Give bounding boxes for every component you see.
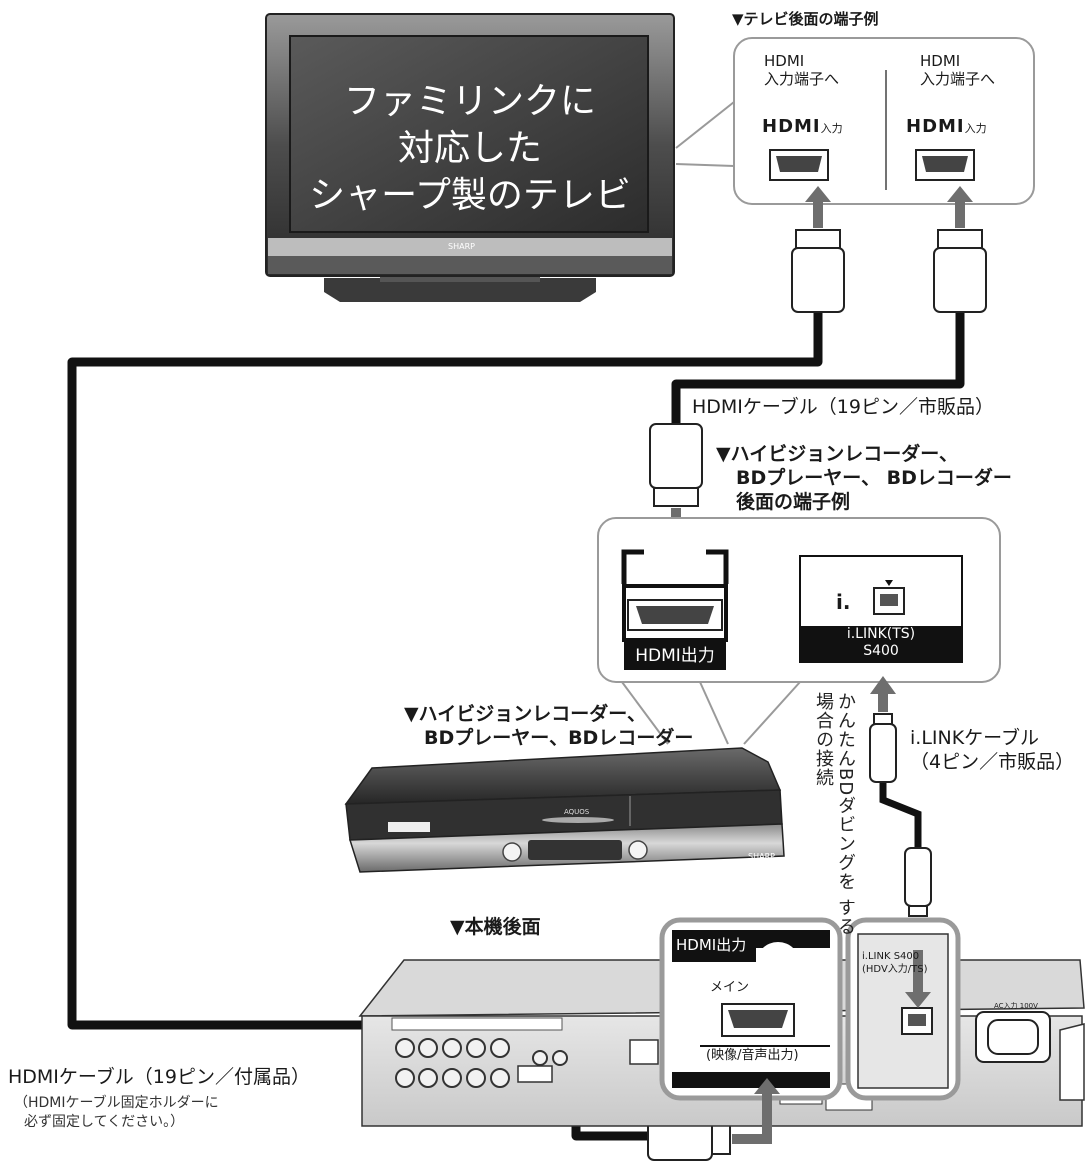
hdmi-logo-suffix: 入力 — [964, 122, 987, 135]
recorder-ilink-label-line-2: S400 — [863, 643, 899, 659]
dubbing-note-line-2: する場合の接続 — [813, 692, 856, 936]
hdmi-logo-text: HDMI — [762, 116, 821, 137]
ilink-cable-label-line-2: （4ピン／市販品） — [910, 751, 1075, 773]
recorder-terminal-title-line-2: BDプレーヤー、 BDレコーダー — [736, 467, 1012, 489]
tv-terminal-title: ▼テレビ後面の端子例 — [732, 10, 879, 28]
recorder-title: ▼ハイビジョンレコーダー、 BDプレーヤー、BDレコーダー — [404, 702, 693, 750]
hdmi-plug-tv-1 — [791, 229, 845, 313]
tv-screen-line-2: 対応した — [397, 128, 542, 169]
hdmi-logo-text: HDMI — [906, 116, 965, 137]
dubbing-note: かんたんBDダビングを する場合の接続 — [812, 692, 856, 952]
main-hdmi-out-label: HDMI出力 — [676, 936, 747, 954]
main-hdmi-highlight — [659, 917, 843, 1101]
tv-illustration — [265, 13, 675, 302]
hdmi-cable-included-note-line-1: （HDMIケーブル固定ホルダーに — [14, 1095, 219, 1111]
recorder-terminal-title-line-3: 後面の端子例 — [736, 491, 851, 513]
tv-port-2-label: HDMI 入力端子へ — [920, 52, 995, 88]
recorder-terminal-title: ▼ハイビジョンレコーダー、 BDプレーヤー、 BDレコーダー 後面の端子例 — [716, 442, 1012, 514]
hdmi-plug-tv-2 — [933, 229, 987, 313]
hdmi-cable-included-note-line-2: 必ず固定してください。） — [24, 1114, 185, 1130]
recorder-terminal-title-line-1: ▼ハイビジョンレコーダー、 — [716, 443, 959, 465]
recorder-title-line-1: ▼ハイビジョンレコーダー、 — [404, 703, 647, 725]
hdmi-logo-suffix: 入力 — [820, 122, 843, 135]
recorder-series-logo: AQUOS — [564, 808, 590, 816]
arrow-to-recorder-ilink — [870, 676, 896, 712]
recorder-ilink-label: i.LINK(TS) S400 — [800, 626, 962, 662]
arrow-to-tv-port-2 — [947, 186, 973, 228]
tv-brand-logo: SHARP — [448, 242, 475, 251]
recorder-ilink-symbol: i. — [836, 590, 851, 614]
main-ilink-label-line-1: i.LINK S400 — [862, 951, 920, 962]
tv-port-2-hdmi-logo: HDMI入力 — [906, 116, 987, 138]
ilink-cable-label-line-1: i.LINKケーブル — [910, 727, 1040, 749]
hdmi-cable-purchased — [671, 310, 965, 426]
recorder-brand-logo: SHARP — [748, 852, 775, 861]
main-unit-title: ▼本機後面 — [450, 916, 541, 938]
main-hdmi-av-label: (映像/音声出力) — [706, 1048, 799, 1063]
ilink-cable — [869, 713, 932, 917]
arrow-to-main-hdmi — [732, 1078, 780, 1144]
tv-screen-line-1: ファミリンクに — [343, 81, 596, 122]
tv-hdmi-port-1 — [769, 149, 829, 181]
arrow-to-tv-port-1 — [805, 186, 831, 228]
main-ac-label: AC入力 100V — [994, 1002, 1038, 1010]
tv-port-2-label-line-2: 入力端子へ — [920, 70, 996, 88]
tv-port-1-label-line-2: 入力端子へ — [764, 70, 840, 88]
recorder-hdmi-out-port — [621, 549, 729, 642]
main-ilink-label: i.LINK S400 (HDV入力/TS) — [862, 950, 928, 976]
main-ilink-label-line-2: (HDV入力/TS) — [862, 964, 928, 975]
tv-port-2-label-line-1: HDMI — [920, 52, 961, 70]
recorder-hdmi-out-label: HDMI出力 — [624, 642, 726, 670]
ilink-cable-label: i.LINKケーブル （4ピン／市販品） — [910, 726, 1074, 774]
tv-port-1-hdmi-logo: HDMI入力 — [762, 116, 843, 138]
hdmi-cable-included-label: HDMIケーブル（19ピン／付属品） — [8, 1066, 310, 1088]
main-hdmi-main-label: メイン — [710, 980, 750, 995]
tv-screen-line-3: シャープ製のテレビ — [309, 175, 631, 216]
hdmi-cable-purchased-label: HDMIケーブル（19ピン／市販品） — [692, 396, 994, 418]
av-jacks — [395, 1038, 568, 1088]
main-ilink-highlight — [845, 917, 961, 1101]
dubbing-note-line-1: かんたんBDダビングを — [835, 692, 856, 892]
hdmi-plug-recorder — [649, 423, 703, 507]
tv-port-1-label: HDMI 入力端子へ — [764, 52, 839, 88]
hdmi-cable-included-note: （HDMIケーブル固定ホルダーに 必ず固定してください。） — [14, 1094, 219, 1132]
recorder-title-line-2: BDプレーヤー、BDレコーダー — [424, 727, 694, 749]
tv-screen-message: ファミリンクに 対応した シャープ製のテレビ — [298, 78, 642, 219]
recorder-illustration — [344, 747, 785, 873]
tv-hdmi-port-2 — [915, 149, 975, 181]
tv-port-1-label-line-1: HDMI — [764, 52, 805, 70]
recorder-ilink-label-line-1: i.LINK(TS) — [846, 626, 916, 642]
